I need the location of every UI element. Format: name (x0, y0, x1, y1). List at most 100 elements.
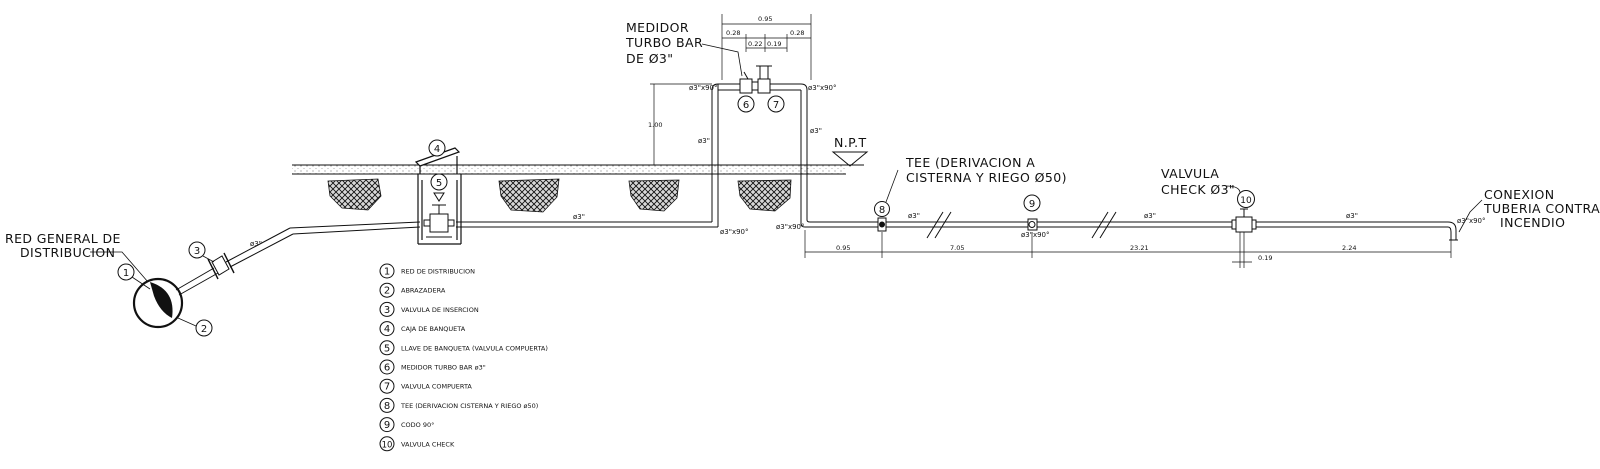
dim-bottom-2: 7.05 (950, 244, 964, 252)
callout-number: 5 (436, 178, 442, 189)
distribution-main (132, 267, 219, 329)
legend-text: CODO 90° (401, 421, 434, 429)
red-general-line-2: DISTRIBUCION (20, 245, 115, 260)
legend-text: TEE (DERIVACION CISTERNA Y RIEGO ø50) (400, 402, 538, 410)
legend-number-circle (379, 359, 395, 375)
curb-valve (423, 192, 455, 238)
tee-line-2: CISTERNA Y RIEGO Ø50) (906, 170, 1067, 185)
elbow-label: ø3"x90° (1021, 231, 1050, 239)
curb-box (414, 147, 462, 245)
dim-bottom-1: 0.95 (836, 244, 850, 252)
medidor-line-3: DE Ø3" (626, 51, 673, 66)
legend-text: LLAVE DE BANQUETA (VALVULA COMPUERTA) (401, 344, 548, 352)
dim-top-right: 0.28 (790, 29, 804, 37)
elbow-label: ø3"x90° (720, 228, 749, 236)
elbow-label: ø3"x90° (1457, 217, 1486, 225)
legend-number-circle (379, 321, 395, 337)
callout-number: 2 (201, 324, 207, 335)
top-dimensions (650, 14, 812, 165)
callout-3: 3 (188, 241, 215, 263)
check-line-2: CHECK Ø3" (1161, 182, 1235, 197)
medidor-line-1: MEDIDOR (626, 20, 689, 35)
legend-number-circle (379, 263, 395, 279)
check-valve (1231, 208, 1257, 233)
break-marks (926, 211, 1117, 239)
callout-number: 4 (434, 144, 440, 155)
callout-1: 1 (117, 263, 151, 290)
dim-top-left: 0.28 (726, 29, 740, 37)
legend-item: 7 VALVULA COMPUERTA (379, 378, 472, 394)
check-line-1: VALVULA (1161, 166, 1219, 181)
legend-number: 1 (384, 267, 390, 278)
conexion-line-3: INCENDIO (1500, 215, 1565, 230)
medidor-line-2: TURBO BAR (625, 35, 703, 50)
legend-text: MEDIDOR TURBO BAR ø3" (401, 364, 486, 372)
legend-item: 10 VALVULA CHECK (379, 436, 455, 452)
legend-number-circle (379, 436, 395, 452)
legend-text: CAJA DE BANQUETA (401, 325, 466, 333)
dim-height: 1.00 (648, 121, 662, 129)
legend-number: 2 (384, 286, 390, 297)
tee-fitting (877, 217, 887, 232)
main-pipe (225, 83, 1458, 268)
legend-number-circle (379, 417, 395, 433)
legend-number: 6 (384, 363, 390, 374)
callout-number: 10 (1240, 196, 1252, 206)
pipe-label: ø3" (908, 212, 920, 220)
red-general-line-1: RED GENERAL DE (5, 231, 121, 246)
legend-number-circle (379, 340, 395, 356)
legend-text: VALVULA CHECK (401, 440, 455, 448)
legend-text: VALVULA COMPUERTA (401, 383, 472, 391)
legend-number-circle (379, 397, 395, 413)
npt-label: N.P.T (834, 135, 867, 150)
sidewalk-strip (292, 164, 846, 175)
elbow-fitting (1027, 218, 1038, 231)
legend-number-circle (379, 301, 395, 317)
bottom-dimensions (804, 230, 1452, 268)
legend-item: 1 RED DE DISTRIBUCION (379, 263, 475, 279)
legend-number: 10 (382, 440, 393, 450)
insertion-valve (207, 252, 235, 280)
pipe-label: ø3" (698, 137, 710, 145)
callout-number: 3 (194, 246, 200, 257)
legend-text: RED DE DISTRIBUCION (401, 268, 475, 276)
callout-8: 8 (874, 169, 899, 217)
dim-top-mid1: 0.22 (748, 40, 762, 48)
npt-marker: N.P.T (831, 135, 869, 167)
legend-number: 4 (384, 324, 390, 335)
legend-number-circle (379, 378, 395, 394)
legend-item: 4 CAJA DE BANQUETA (379, 321, 466, 337)
callout-5: 5 (430, 173, 448, 191)
label-medidor: MEDIDOR TURBO BAR DE Ø3" (625, 20, 743, 77)
dim-check-offset: 0.19 (1258, 254, 1272, 262)
tee-line-1: TEE (DERIVACION A (905, 155, 1035, 170)
callout-2: 2 (177, 317, 213, 337)
rock-fill (327, 178, 792, 213)
callout-6: 6 (737, 95, 755, 113)
legend-number: 3 (384, 305, 390, 316)
label-tee: TEE (DERIVACION A CISTERNA Y RIEGO Ø50) (905, 155, 1067, 185)
legend-number: 7 (384, 382, 390, 393)
dim-bottom-4: 2.24 (1342, 244, 1356, 252)
pipe-label: ø3" (1346, 212, 1358, 220)
legend-item: 6 MEDIDOR TURBO BAR ø3" (379, 359, 486, 375)
callout-number: 8 (879, 205, 885, 216)
dim-top-total: 0.95 (758, 15, 772, 23)
callout-10: 10 (1225, 185, 1255, 208)
pipe-label: ø3" (250, 240, 262, 248)
label-red-general: RED GENERAL DE DISTRIBUCION (5, 231, 149, 283)
conexion-line-2: TUBERIA CONTRA (1483, 201, 1600, 216)
callout-number: 9 (1029, 199, 1035, 210)
dim-top-mid2: 0.19 (767, 40, 781, 48)
pipe-label: ø3" (810, 127, 822, 135)
callout-4: 4 (428, 139, 446, 157)
callout-number: 6 (743, 100, 749, 111)
label-conexion: CONEXION TUBERIA CONTRA INCENDIO (1458, 187, 1600, 233)
pipe-label: ø3" (573, 213, 585, 221)
elbow-label: ø3"x90° (689, 84, 718, 92)
